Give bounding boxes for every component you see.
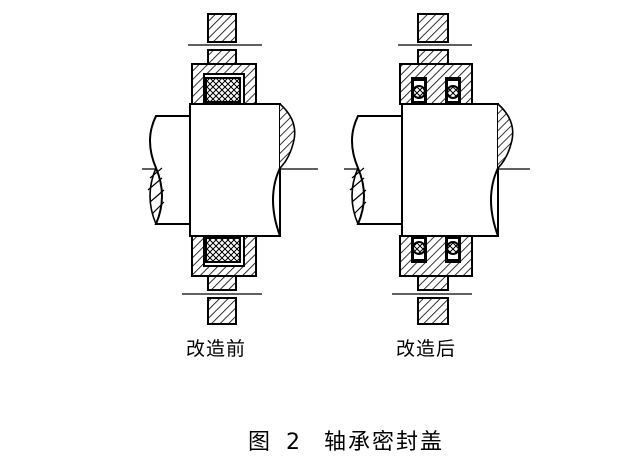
seal-housing-bottom-after bbox=[399, 235, 473, 277]
shaft-after bbox=[349, 103, 514, 237]
caption-prefix: 图 bbox=[248, 430, 273, 455]
seal-housing-bottom-before bbox=[191, 235, 257, 277]
diagram-before bbox=[142, 13, 318, 325]
seal-ring-bottom-before bbox=[205, 237, 241, 263]
oil-seal-bottom-left-after bbox=[412, 241, 426, 255]
flange-top-after bbox=[398, 13, 472, 65]
oil-seal-top-left-after bbox=[412, 85, 426, 99]
shaft-before bbox=[147, 103, 296, 237]
flange-top-before bbox=[188, 13, 262, 65]
seal-housing-top-after bbox=[399, 63, 473, 105]
seal-ring-top-before bbox=[205, 77, 241, 103]
seal-housing-top-before bbox=[191, 63, 257, 105]
flange-bottom-after bbox=[392, 275, 472, 325]
flange-bottom-before bbox=[182, 275, 262, 325]
label-after: 改造后 bbox=[396, 338, 457, 360]
caption-title: 轴承密封盖 bbox=[324, 430, 445, 455]
label-before: 改造前 bbox=[186, 338, 247, 360]
oil-seal-top-right-after bbox=[446, 85, 460, 99]
caption-number: 2 bbox=[286, 430, 303, 455]
oil-seal-bottom-right-after bbox=[446, 241, 460, 255]
diagram-after bbox=[344, 13, 530, 325]
